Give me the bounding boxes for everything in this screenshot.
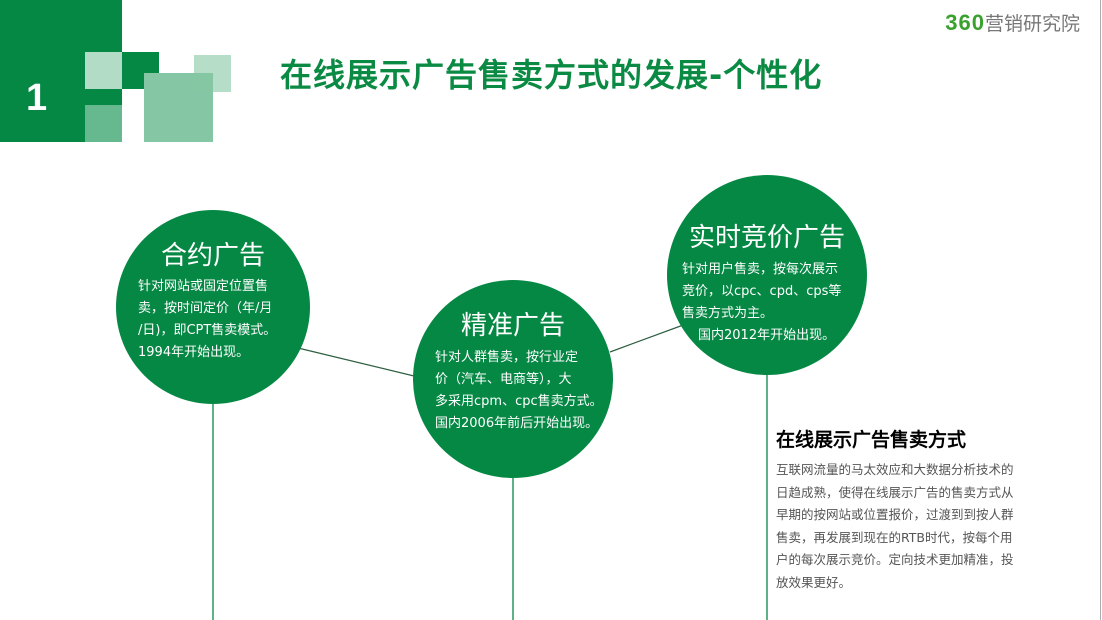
circle-body: 针对网站或固定位置售 卖，按时间定价（年/月 /日)，即CPT售卖模式。 199… bbox=[138, 276, 276, 364]
circle-body: 针对人群售卖，按行业定 价（汽车、电商等），大 多采用cpm、cpc售卖方式。 … bbox=[435, 347, 603, 435]
description-line: 日趋成熟，使得在线展示广告的售卖方式从 bbox=[776, 484, 1014, 500]
slide-number: 1 bbox=[26, 77, 48, 119]
circle-line: 国内2012年开始出现。 bbox=[698, 328, 836, 343]
header-square-light bbox=[85, 52, 122, 89]
description-body: 互联网流量的马太效应和大数据分析技术的 日趋成熟，使得在线展示广告的售卖方式从 … bbox=[776, 459, 1051, 594]
description-line: 放效果更好。 bbox=[776, 574, 852, 590]
description-line: 早期的按网站或位置报价，过渡到到按人群 bbox=[776, 507, 1014, 522]
circle-line: 针对用户售卖，按每次展示 bbox=[682, 262, 839, 277]
description-block: 在线展示广告售卖方式 互联网流量的马太效应和大数据分析技术的 日趋成熟，使得在线… bbox=[776, 426, 1051, 594]
description-line: 户的每次展示竞价。定向技术更加精准，投 bbox=[776, 552, 1014, 567]
slide-right-border bbox=[1100, 0, 1101, 620]
circle-line: 售卖方式为主。 bbox=[682, 306, 774, 321]
circle-line: /日)，即CPT售卖模式。 bbox=[138, 323, 277, 338]
circle-title: 合约广告 bbox=[160, 241, 265, 271]
description-title: 在线展示广告售卖方式 bbox=[776, 429, 967, 451]
brand-logo: 360营销研究院 bbox=[945, 10, 1080, 37]
header-square-mid bbox=[85, 105, 122, 142]
description-line: 互联网流量的马太效应和大数据分析技术的 bbox=[776, 462, 1014, 477]
circle-line: 多采用cpm、cpc售卖方式。 bbox=[435, 394, 603, 409]
circle-targeted-ads: 精准广告 针对人群售卖，按行业定 价（汽车、电商等），大 多采用cpm、cpc售… bbox=[413, 280, 613, 478]
circle-line: 针对人群售卖，按行业定 bbox=[435, 350, 579, 365]
circle-line: 卖，按时间定价（年/月 bbox=[138, 301, 273, 316]
circle-line: 价（汽车、电商等），大 bbox=[435, 372, 572, 387]
circle-contract-ads: 合约广告 针对网站或固定位置售 卖，按时间定价（年/月 /日)，即CPT售卖模式… bbox=[116, 210, 310, 404]
circle-title: 精准广告 bbox=[460, 311, 565, 341]
logo-number: 360 bbox=[945, 10, 985, 35]
circle-line: 针对网站或固定位置售 bbox=[138, 279, 269, 294]
circle-line: 国内2006年前后开始出现。 bbox=[435, 416, 599, 431]
circle-line: 竞价，以cpc、cpd、cps等 bbox=[682, 284, 842, 299]
logo-text: 营销研究院 bbox=[984, 13, 1080, 35]
circle-title: 实时竞价广告 bbox=[688, 223, 845, 253]
circle-body: 针对用户售卖，按每次展示 竞价，以cpc、cpd、cps等 售卖方式为主。 国内… bbox=[682, 259, 841, 347]
description-line: 售卖，再发展到现在的RTB时代，按每个用 bbox=[776, 529, 1013, 545]
circle-line: 1994年开始出现。 bbox=[138, 345, 250, 360]
circle-rtb-ads: 实时竞价广告 针对用户售卖，按每次展示 竞价，以cpc、cpd、cps等 售卖方… bbox=[667, 175, 867, 375]
header-square-overlay bbox=[194, 55, 231, 92]
page-title: 在线展示广告售卖方式的发展-个性化 bbox=[280, 56, 823, 94]
